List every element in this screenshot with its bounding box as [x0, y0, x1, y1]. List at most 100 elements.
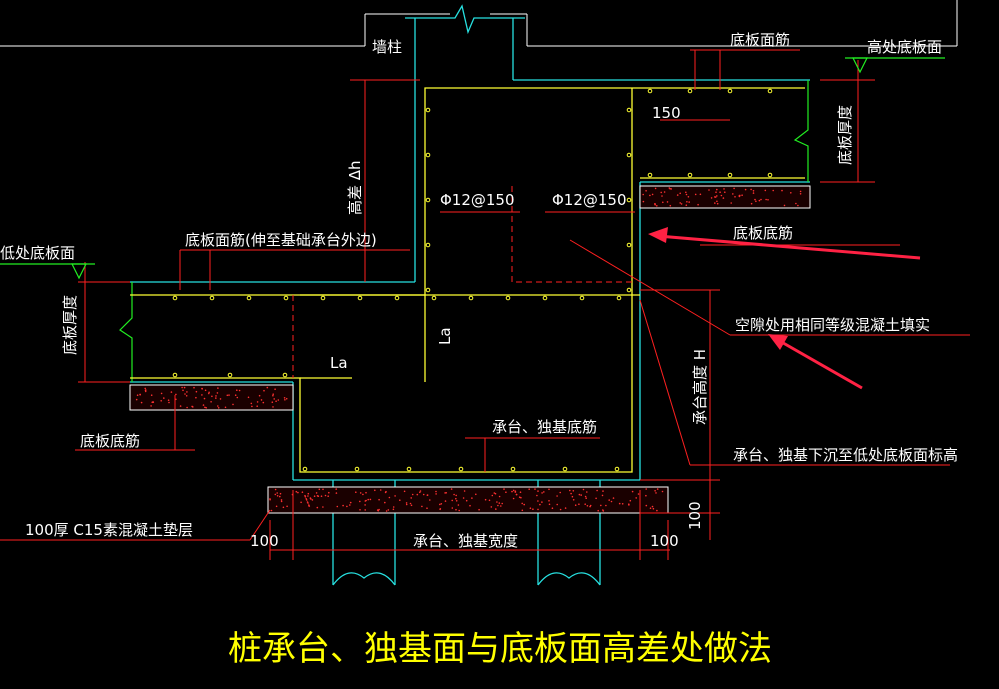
concrete-speckle: [602, 490, 604, 492]
concrete-speckle: [754, 198, 756, 201]
concrete-speckle: [184, 393, 186, 395]
concrete-speckle: [355, 491, 357, 494]
concrete-speckle: [204, 406, 206, 409]
concrete-speckle: [655, 492, 657, 494]
concrete-speckle: [421, 505, 423, 508]
top-rebar-right-label: 底板面筋: [730, 31, 790, 49]
concrete-speckle: [465, 499, 468, 502]
concrete-speckle: [256, 405, 259, 408]
concrete-speckle: [224, 406, 227, 409]
concrete-speckle: [686, 201, 688, 203]
rebar-section-dot: [626, 107, 632, 113]
concrete-speckle: [741, 194, 743, 196]
concrete-speckle: [336, 505, 339, 508]
concrete-speckle: [715, 191, 717, 193]
concrete-speckle: [316, 495, 319, 497]
concrete-speckle: [500, 505, 502, 507]
concrete-speckle: [275, 400, 277, 403]
concrete-speckle: [305, 499, 308, 501]
concrete-speckle: [145, 389, 147, 391]
concrete-speckle: [734, 196, 736, 198]
concrete-speckle: [277, 399, 280, 401]
concrete-speckle: [716, 202, 719, 205]
cap-bottom-rebar-label: 承台、独基底筋: [492, 418, 597, 436]
rebar-left-label: Φ12@150: [440, 191, 515, 209]
concrete-speckle: [556, 495, 558, 497]
concrete-speckle: [635, 497, 637, 499]
concrete-speckle: [387, 509, 390, 511]
concrete-speckle: [515, 493, 518, 496]
cap-sink-label: 承台、独基下沉至低处底板面标高: [733, 446, 958, 464]
concrete-speckle: [608, 499, 610, 501]
concrete-speckle: [286, 505, 288, 508]
concrete-speckle: [144, 390, 147, 393]
concrete-speckle: [208, 391, 210, 394]
concrete-speckle: [301, 491, 304, 494]
concrete-speckle: [205, 407, 207, 409]
concrete-speckle: [349, 504, 351, 506]
concrete-speckle: [232, 403, 234, 406]
concrete-speckle: [455, 508, 457, 511]
concrete-speckle: [342, 504, 344, 507]
concrete-speckle: [716, 195, 718, 197]
rebar-section-dot: [227, 372, 233, 378]
concrete-speckle: [263, 389, 265, 392]
concrete-speckle: [384, 501, 386, 504]
concrete-speckle: [654, 490, 656, 492]
concrete-speckle: [720, 194, 723, 197]
concrete-speckle: [642, 193, 644, 196]
concrete-speckle: [272, 406, 274, 408]
concrete-speckle: [571, 495, 574, 498]
concrete-speckle: [405, 503, 408, 506]
concrete-speckle: [580, 494, 582, 496]
concrete-speckle: [295, 490, 298, 493]
concrete-speckle: [204, 389, 207, 392]
concrete-speckle: [379, 489, 382, 491]
concrete-speckle: [399, 499, 401, 502]
concrete-speckle: [521, 502, 523, 505]
concrete-speckle: [760, 198, 762, 201]
rebar-section-dot: [542, 295, 548, 301]
concrete-speckle: [324, 494, 327, 497]
concrete-speckle: [435, 493, 437, 495]
concrete-speckle: [307, 495, 309, 497]
concrete-speckle: [419, 490, 422, 492]
concrete-speckle: [621, 503, 624, 505]
concrete-speckle: [534, 488, 536, 490]
concrete-speckle: [569, 489, 571, 492]
rebar-section-dot: [320, 295, 326, 301]
concrete-speckle: [490, 506, 493, 508]
concrete-speckle: [493, 492, 496, 494]
concrete-speckle: [211, 395, 213, 398]
rebar-section-dot: [406, 466, 412, 472]
concrete-speckle: [559, 491, 561, 494]
concrete-speckle: [315, 492, 318, 494]
rebar-section-dot: [727, 88, 733, 94]
drawing-title: 桩承台、独基面与底板面高差处做法: [228, 629, 772, 669]
concrete-speckle: [260, 399, 263, 401]
concrete-speckle: [256, 401, 259, 403]
concrete-speckle: [266, 386, 269, 389]
concrete-speckle: [491, 494, 494, 497]
concrete-speckle: [612, 497, 615, 499]
concrete-speckle: [662, 201, 664, 204]
concrete-speckle: [471, 497, 473, 499]
concrete-speckle: [175, 393, 177, 396]
rebar-section-dot: [302, 466, 308, 472]
concrete-speckle: [685, 191, 687, 194]
concrete-speckle: [602, 509, 604, 511]
concrete-speckle: [269, 498, 271, 500]
concrete-speckle: [799, 193, 802, 195]
concrete-speckle: [589, 505, 591, 508]
concrete-speckle: [597, 509, 599, 512]
concrete-speckle: [716, 188, 718, 191]
concrete-speckle: [208, 392, 210, 395]
slab-thickness-right-label: 底板厚度: [836, 105, 854, 165]
concrete-speckle: [276, 495, 279, 497]
concrete-speckle: [799, 190, 802, 193]
concrete-speckle: [364, 509, 367, 511]
concrete-speckle: [532, 508, 534, 511]
concrete-speckle: [585, 497, 587, 500]
concrete-speckle: [279, 495, 281, 498]
concrete-speckle: [708, 189, 710, 191]
